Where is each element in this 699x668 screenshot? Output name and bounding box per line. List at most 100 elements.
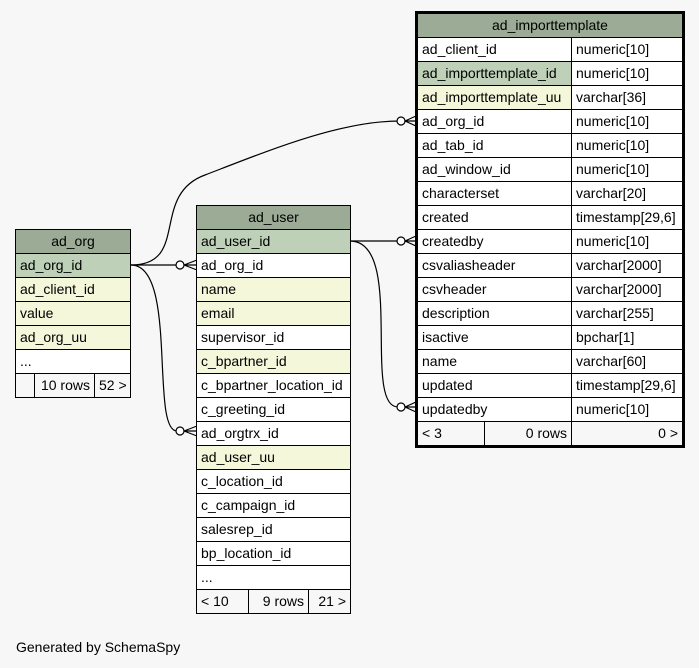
- column-row[interactable]: salesrep_id: [197, 518, 350, 542]
- column-name: created: [422, 209, 469, 225]
- column-name: isactive: [422, 329, 469, 345]
- column-row[interactable]: ad_user_uu: [197, 446, 350, 470]
- footer-row-count: 9 rows: [248, 590, 308, 613]
- column-row[interactable]: ad_tab_id numeric[10]: [418, 134, 682, 158]
- column-row[interactable]: ad_org_id: [16, 254, 130, 278]
- column-row[interactable]: c_bpartner_id: [197, 350, 350, 374]
- column-row[interactable]: ad_org_id: [197, 254, 350, 278]
- column-row[interactable]: ...: [16, 350, 130, 374]
- column-row[interactable]: c_greeting_id: [197, 398, 350, 422]
- column-row[interactable]: ad_org_uu: [16, 326, 130, 350]
- column-name: c_bpartner_location_id: [201, 377, 343, 393]
- column-name: ad_org_id: [201, 257, 264, 273]
- crowsfoot-mark: [404, 115, 417, 127]
- column-row[interactable]: c_bpartner_location_id: [197, 374, 350, 398]
- column-name: bp_location_id: [201, 545, 292, 561]
- table-header: ad_org: [16, 230, 130, 254]
- footer-next-link[interactable]: 52 >: [94, 374, 130, 397]
- edge-org-importtemplate-org: [130, 120, 401, 266]
- crowsfoot-mark: [404, 235, 417, 247]
- crowsfoot-mark: [404, 401, 417, 413]
- footer-next-link[interactable]: 0 >: [571, 422, 682, 445]
- edge-org-user-orgtrx: [130, 264, 178, 432]
- column-type: timestamp[29,6]: [571, 206, 682, 229]
- footer-prev-link[interactable]: < 10: [201, 593, 229, 609]
- edge-end-circle: [175, 260, 185, 270]
- column-row[interactable]: ad_importtemplate_uu varchar[36]: [418, 86, 682, 110]
- edge-end-circle: [396, 236, 406, 246]
- column-row[interactable]: ad_window_id numeric[10]: [418, 158, 682, 182]
- column-name: ad_importtemplate_id: [422, 65, 557, 81]
- column-name: value: [20, 305, 54, 321]
- edge-end-circle: [396, 402, 406, 412]
- column-name: ad_client_id: [422, 41, 497, 57]
- column-name: salesrep_id: [201, 521, 273, 537]
- column-name: ad_client_id: [20, 281, 95, 297]
- edge-user-updatedby: [349, 240, 399, 408]
- footer-prev-link[interactable]: < 3: [422, 425, 442, 441]
- column-row[interactable]: ad_org_id numeric[10]: [418, 110, 682, 134]
- edge-end-circle: [396, 116, 406, 126]
- table-header: ad_user: [197, 206, 350, 230]
- column-type: numeric[10]: [571, 158, 682, 181]
- column-row[interactable]: name: [197, 278, 350, 302]
- column-type: numeric[10]: [571, 38, 682, 61]
- column-type: numeric[10]: [571, 110, 682, 133]
- column-row[interactable]: ad_client_id: [16, 278, 130, 302]
- column-row[interactable]: ad_user_id: [197, 230, 350, 254]
- column-name: ad_tab_id: [422, 137, 484, 153]
- column-row[interactable]: c_location_id: [197, 470, 350, 494]
- footer-next-link[interactable]: 21 >: [308, 590, 350, 613]
- column-row[interactable]: bp_location_id: [197, 542, 350, 566]
- column-row[interactable]: ...: [197, 566, 350, 590]
- column-row[interactable]: value: [16, 302, 130, 326]
- column-name: ad_importtemplate_uu: [422, 89, 562, 105]
- column-name: name: [422, 353, 458, 369]
- column-row[interactable]: supervisor_id: [197, 326, 350, 350]
- column-name: ad_user_uu: [201, 449, 275, 465]
- column-name: ...: [201, 569, 213, 585]
- column-name: c_bpartner_id: [201, 353, 287, 369]
- column-name: ad_user_id: [201, 233, 271, 249]
- column-name: description: [422, 305, 490, 321]
- footer-row-count: 0 rows: [484, 422, 571, 445]
- column-name: ...: [20, 353, 32, 369]
- column-name: ad_org_id: [20, 257, 83, 273]
- column-name: ad_orgtrx_id: [201, 425, 279, 441]
- column-type: numeric[10]: [571, 134, 682, 157]
- column-row[interactable]: ad_orgtrx_id: [197, 422, 350, 446]
- column-row[interactable]: c_campaign_id: [197, 494, 350, 518]
- crowsfoot-mark: [183, 425, 198, 437]
- column-name: ad_org_id: [422, 113, 485, 129]
- column-name: characterset: [422, 185, 500, 201]
- column-name: ad_window_id: [422, 161, 511, 177]
- footer-prev-link[interactable]: [16, 374, 34, 397]
- column-name: email: [201, 305, 235, 321]
- column-name: c_location_id: [201, 473, 283, 489]
- column-row[interactable]: email: [197, 302, 350, 326]
- generated-by-caption: Generated by SchemaSpy: [16, 639, 181, 655]
- footer-row-count: 10 rows: [34, 374, 94, 397]
- column-type: numeric[10]: [571, 398, 682, 421]
- column-type: varchar[255]: [571, 302, 682, 325]
- column-row[interactable]: ad_client_id numeric[10]: [418, 38, 682, 62]
- column-row[interactable]: description varchar[255]: [418, 302, 682, 326]
- column-row[interactable]: created timestamp[29,6]: [418, 206, 682, 230]
- crowsfoot-mark: [183, 259, 198, 271]
- column-type: varchar[36]: [571, 86, 682, 109]
- column-name: c_campaign_id: [201, 497, 296, 513]
